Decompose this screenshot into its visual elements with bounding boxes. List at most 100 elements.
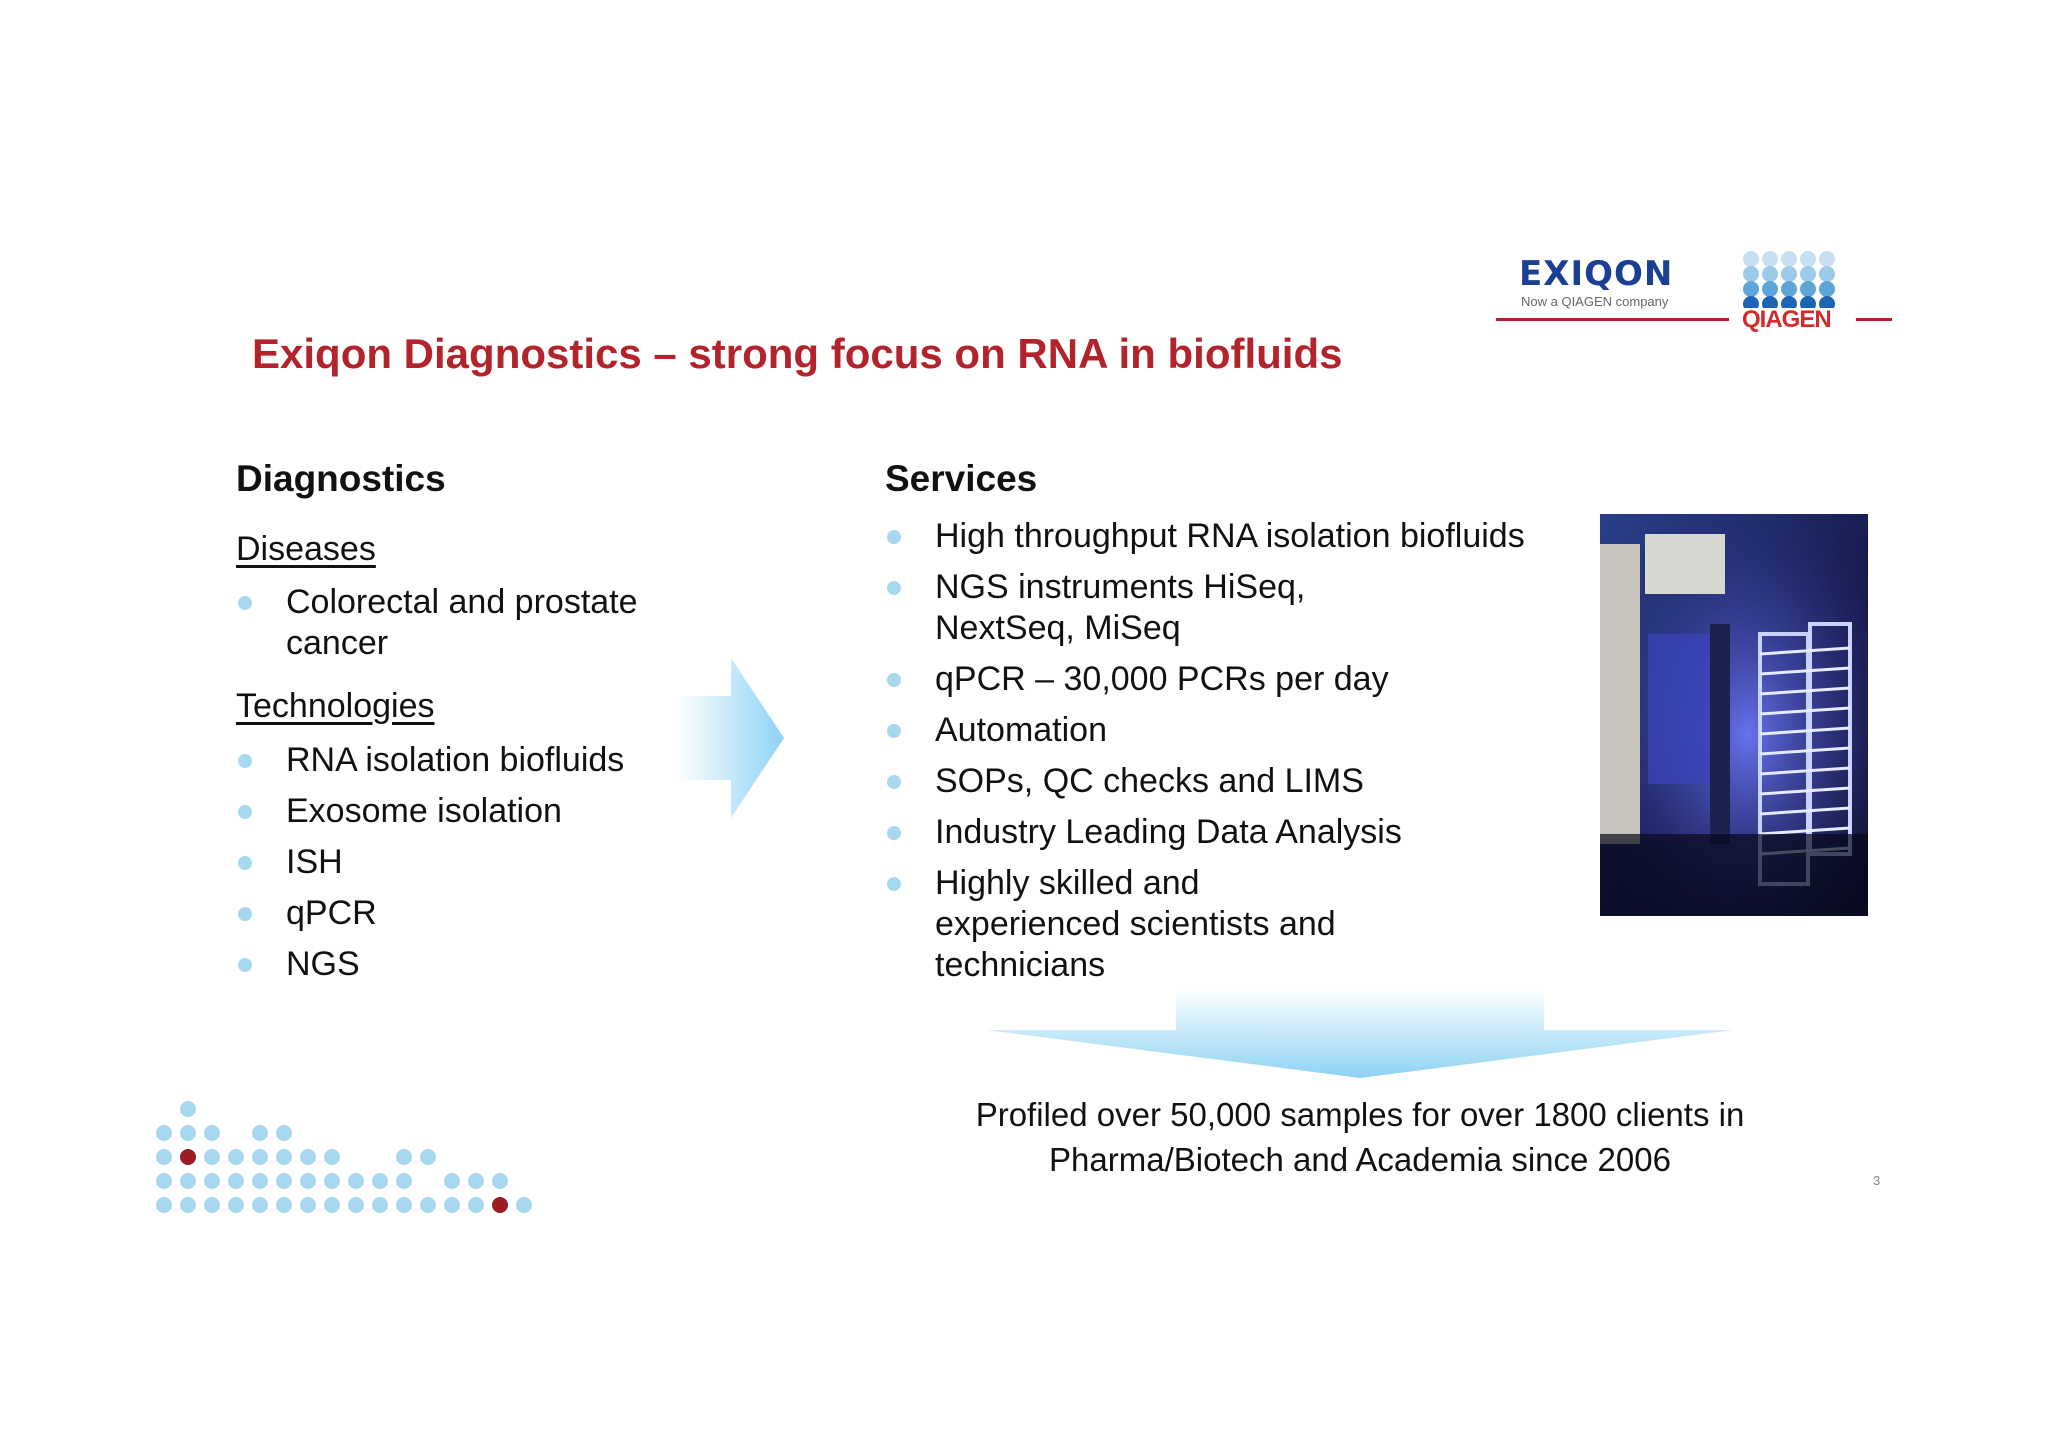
list-item: NGS — [236, 944, 676, 985]
list-item-text: Highly skilled and experienced scientist… — [935, 864, 1336, 984]
decorative-dot — [348, 1173, 364, 1189]
qiagen-dot — [1762, 281, 1778, 297]
bullet-icon — [238, 805, 252, 819]
diseases-list: Colorectal and prostate cancer — [236, 582, 676, 674]
decorative-dot — [516, 1197, 532, 1213]
qiagen-dot — [1800, 266, 1816, 282]
lab-instrument-photo — [1600, 514, 1868, 916]
decorative-dot — [228, 1173, 244, 1189]
diseases-heading: Diseases — [236, 530, 376, 568]
technologies-list: RNA isolation biofluids Exosome isolatio… — [236, 740, 676, 995]
decorative-dot — [180, 1197, 196, 1213]
list-item: qPCR – 30,000 PCRs per day — [885, 659, 1545, 700]
list-item-text: NGS instruments HiSeq, NextSeq, MiSeq — [935, 568, 1306, 647]
decorative-dot — [492, 1197, 508, 1213]
decorative-dot — [180, 1149, 196, 1165]
decorative-dot — [444, 1197, 460, 1213]
decorative-dot — [300, 1173, 316, 1189]
decorative-dot — [252, 1125, 268, 1141]
bullet-icon — [887, 826, 901, 840]
list-item-text: qPCR — [286, 894, 377, 932]
bullet-icon — [238, 907, 252, 921]
rack-rung — [1759, 686, 1851, 696]
list-item: Automation — [885, 710, 1545, 751]
decorative-dot — [204, 1197, 220, 1213]
list-item-text: qPCR – 30,000 PCRs per day — [935, 660, 1389, 698]
list-item: ISH — [236, 842, 676, 883]
rack-rung — [1759, 786, 1851, 796]
qiagen-dot — [1819, 266, 1835, 282]
exiqon-logo-text: EXIQON — [1519, 254, 1674, 294]
decorative-dot — [252, 1149, 268, 1165]
qiagen-dot — [1781, 266, 1797, 282]
decorative-dot — [468, 1173, 484, 1189]
qiagen-dot — [1819, 251, 1835, 267]
decorative-dot — [300, 1197, 316, 1213]
list-item-text: SOPs, QC checks and LIMS — [935, 762, 1364, 800]
list-item: Colorectal and prostate cancer — [236, 582, 676, 664]
rack-rung — [1759, 766, 1851, 776]
decorative-dot — [204, 1173, 220, 1189]
qiagen-logo-text: QIAGEN — [1742, 306, 1832, 333]
down-arrow-icon — [987, 988, 1733, 1078]
decorative-dot — [492, 1173, 508, 1189]
decorative-dot — [324, 1173, 340, 1189]
decorative-dot — [180, 1125, 196, 1141]
list-item-text: Exosome isolation — [286, 792, 562, 830]
qiagen-dot — [1819, 296, 1835, 308]
decorative-dot — [252, 1173, 268, 1189]
decorative-dot — [228, 1149, 244, 1165]
list-item: Highly skilled and experienced scientist… — [885, 863, 1545, 986]
page-number: 3 — [1873, 1173, 1881, 1188]
decorative-dot — [228, 1197, 244, 1213]
decorative-dot — [348, 1197, 364, 1213]
slide-title: Exiqon Diagnostics – strong focus on RNA… — [252, 330, 1343, 377]
summary-line: Pharma/Biotech and Academia since 2006 — [1049, 1141, 1671, 1178]
bullet-icon — [238, 596, 252, 610]
qiagen-dots-icon — [1743, 251, 1835, 308]
bullet-icon — [887, 724, 901, 738]
decorative-dots-icon — [156, 1101, 532, 1213]
rack-rung — [1759, 806, 1851, 816]
decorative-dot — [396, 1173, 412, 1189]
rack-rung — [1759, 726, 1851, 736]
list-item-text: NGS — [286, 945, 360, 983]
summary-line: Profiled over 50,000 samples for over 18… — [975, 1096, 1745, 1133]
decorative-dot — [276, 1173, 292, 1189]
decorative-dot — [276, 1125, 292, 1141]
rack-rung — [1759, 646, 1851, 656]
decorative-dot — [396, 1149, 412, 1165]
qiagen-dot — [1762, 296, 1778, 308]
decorative-dot — [324, 1197, 340, 1213]
decorative-dot — [420, 1197, 436, 1213]
qiagen-dot — [1762, 266, 1778, 282]
list-item: Exosome isolation — [236, 791, 676, 832]
qiagen-dot — [1800, 281, 1816, 297]
bullet-icon — [238, 754, 252, 768]
bullet-icon — [887, 581, 901, 595]
bullet-icon — [887, 877, 901, 891]
decorative-dot — [372, 1197, 388, 1213]
decorative-dot — [156, 1173, 172, 1189]
rack-rung — [1759, 706, 1851, 716]
decorative-dot — [156, 1197, 172, 1213]
decorative-dot — [396, 1197, 412, 1213]
logo-rule — [1496, 318, 1729, 321]
decorative-dot — [156, 1149, 172, 1165]
qiagen-dot — [1743, 296, 1759, 308]
services-heading: Services — [885, 458, 1038, 499]
decorative-dot — [276, 1197, 292, 1213]
list-item-text: ISH — [286, 843, 343, 881]
bullet-icon — [887, 530, 901, 544]
qiagen-dot — [1819, 281, 1835, 297]
decorative-dot — [180, 1173, 196, 1189]
decorative-dot — [276, 1149, 292, 1165]
qiagen-dot — [1762, 251, 1778, 267]
bullet-icon — [887, 673, 901, 687]
technologies-heading: Technologies — [236, 687, 435, 725]
list-item-text: Automation — [935, 711, 1107, 749]
decorative-dot — [204, 1125, 220, 1141]
diagnostics-heading: Diagnostics — [236, 458, 446, 499]
list-item: RNA isolation biofluids — [236, 740, 676, 781]
right-arrow-icon — [676, 658, 784, 818]
